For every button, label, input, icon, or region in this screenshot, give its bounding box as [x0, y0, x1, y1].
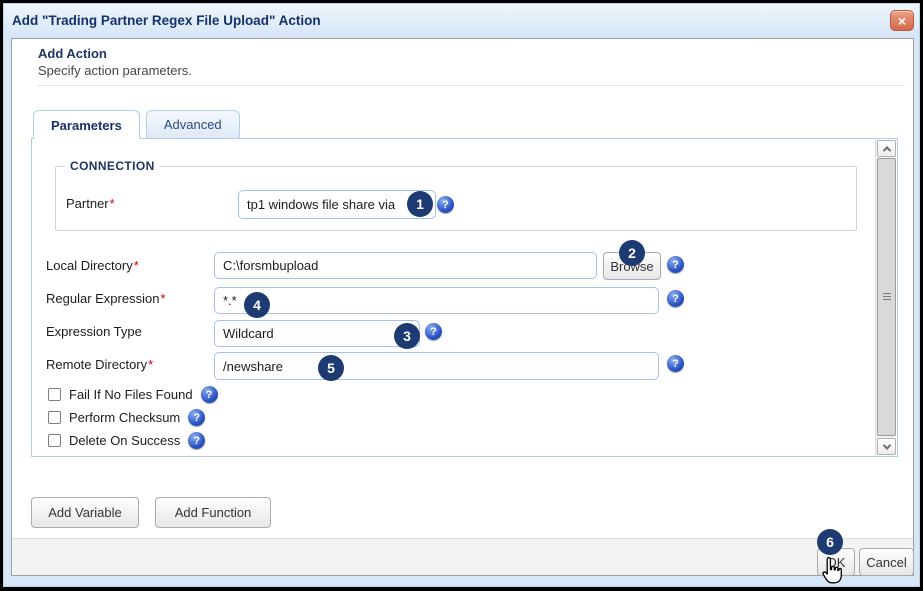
required-marker: *: [133, 258, 139, 273]
scroll-down-button[interactable]: [877, 438, 896, 455]
local-directory-help-icon[interactable]: ?: [667, 256, 684, 273]
scroll-up-button[interactable]: [877, 140, 896, 157]
expression-type-input[interactable]: [214, 320, 420, 347]
vertical-scrollbar[interactable]: [875, 140, 896, 455]
regular-expression-label: Regular Expression*: [46, 291, 166, 306]
local-directory-input[interactable]: [214, 252, 597, 279]
content-panel: Add Action Specify action parameters. Pa…: [11, 38, 914, 584]
callout-badge-6: 6: [817, 529, 843, 555]
perform-checksum-label: Perform Checksum: [69, 410, 181, 425]
fail-if-no-files-help-icon[interactable]: ?: [200, 386, 218, 403]
connection-fieldset: CONNECTION: [55, 159, 857, 231]
delete-on-success-label: Delete On Success: [69, 433, 181, 448]
parameters-tab-panel: CONNECTION Partner* 1 ? Local Directory*…: [31, 138, 898, 457]
tab-advanced-label: Advanced: [163, 117, 222, 132]
required-marker: *: [109, 196, 115, 211]
fail-if-no-files-label: Fail If No Files Found: [69, 387, 193, 402]
add-function-button[interactable]: Add Function: [155, 497, 271, 528]
callout-badge-4: 4: [244, 292, 270, 318]
wizard-step-title: Add Action: [38, 46, 107, 61]
perform-checksum-help-icon[interactable]: ?: [188, 409, 206, 426]
fail-if-no-files-checkbox[interactable]: [48, 388, 61, 401]
dialog-titlebar: Add "Trading Partner Regex File Upload" …: [4, 4, 919, 38]
tab-advanced[interactable]: Advanced: [145, 110, 240, 138]
remote-directory-input[interactable]: [214, 352, 659, 380]
perform-checksum-checkbox[interactable]: [48, 411, 61, 424]
remote-directory-label: Remote Directory*: [46, 357, 154, 372]
regular-expression-input[interactable]: [214, 287, 659, 314]
cancel-button[interactable]: Cancel: [859, 548, 914, 576]
required-marker: *: [160, 291, 166, 306]
dialog-window: Add "Trading Partner Regex File Upload" …: [3, 3, 920, 587]
callout-badge-1: 1: [407, 191, 433, 217]
wizard-step-subtitle: Specify action parameters.: [38, 63, 192, 78]
delete-on-success-checkbox[interactable]: [48, 434, 61, 447]
required-marker: *: [148, 357, 154, 372]
close-icon: ×: [897, 12, 907, 29]
delete-on-success-help-icon[interactable]: ?: [188, 432, 206, 449]
partner-label: Partner*: [66, 196, 115, 211]
chevron-down-icon: [882, 440, 891, 450]
partner-input[interactable]: [238, 190, 436, 219]
checkbox-row-delete-on-success: Delete On Success ?: [48, 432, 206, 449]
tab-parameters-label: Parameters: [51, 117, 122, 133]
partner-help-icon[interactable]: ?: [437, 196, 454, 213]
callout-badge-5: 5: [318, 355, 344, 381]
scroll-thumb[interactable]: [877, 158, 896, 436]
regular-expression-help-icon[interactable]: ?: [667, 290, 684, 307]
checkbox-row-perform-checksum: Perform Checksum ?: [48, 409, 206, 426]
tab-parameters[interactable]: Parameters: [33, 110, 140, 139]
chevron-up-icon: [882, 145, 891, 155]
footer-bar: [12, 538, 913, 575]
header-divider: [38, 85, 905, 86]
tab-bar: Parameters Advanced: [33, 110, 240, 139]
callout-badge-2: 2: [619, 240, 645, 266]
local-directory-label: Local Directory*: [46, 258, 139, 273]
expression-type-label: Expression Type: [46, 324, 142, 339]
checkbox-row-fail-if-no-files: Fail If No Files Found ?: [48, 386, 218, 403]
dialog-title: Add "Trading Partner Regex File Upload" …: [12, 13, 321, 28]
add-variable-button[interactable]: Add Variable: [31, 497, 139, 528]
expression-type-help-icon[interactable]: ?: [425, 323, 442, 340]
remote-directory-help-icon[interactable]: ?: [667, 355, 684, 372]
connection-legend: CONNECTION: [70, 159, 155, 173]
scroll-grip-icon: [883, 293, 891, 302]
callout-badge-3: 3: [394, 323, 420, 349]
close-button[interactable]: ×: [890, 10, 914, 31]
